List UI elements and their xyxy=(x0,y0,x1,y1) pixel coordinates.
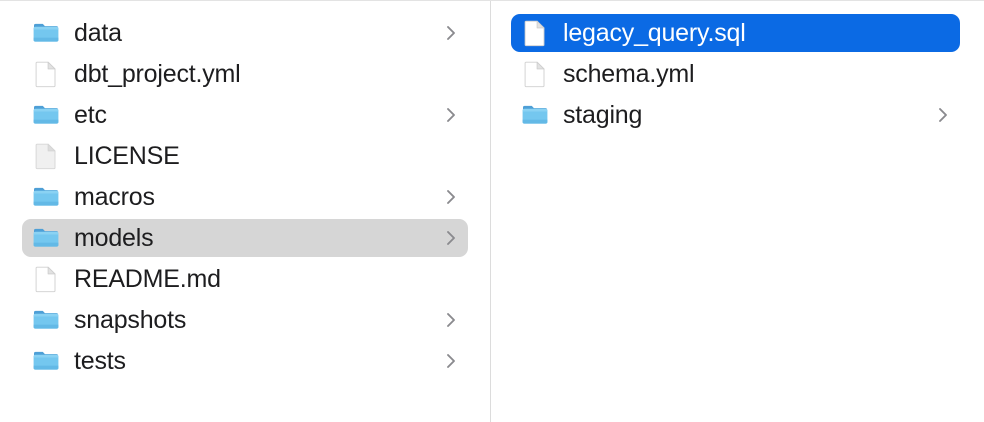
file-row[interactable]: legacy_query.sql xyxy=(511,14,960,52)
folder-icon xyxy=(31,223,61,253)
folder-icon xyxy=(31,18,61,48)
item-label: macros xyxy=(74,183,155,211)
item-label: snapshots xyxy=(74,306,187,334)
folder-icon xyxy=(31,346,61,376)
item-label: LICENSE xyxy=(74,142,180,170)
folder-icon xyxy=(31,182,61,212)
folder-icon xyxy=(31,305,61,335)
chevron-right-icon[interactable] xyxy=(936,104,950,126)
item-label: etc xyxy=(74,101,107,129)
folder-row[interactable]: snapshots xyxy=(22,301,468,339)
file-icon xyxy=(31,264,61,294)
folder-icon xyxy=(31,100,61,130)
item-label: schema.yml xyxy=(563,60,695,88)
file-row[interactable]: LICENSE xyxy=(22,137,468,175)
file-column-child[interactable]: legacy_query.sql schema.yml staging xyxy=(491,1,984,422)
folder-row[interactable]: models xyxy=(22,219,468,257)
item-label: tests xyxy=(74,347,126,375)
file-icon xyxy=(520,59,550,89)
item-label: legacy_query.sql xyxy=(563,19,746,47)
file-icon xyxy=(31,59,61,89)
document-icon xyxy=(31,141,61,171)
item-label: README.md xyxy=(74,265,221,293)
folder-row[interactable]: macros xyxy=(22,178,468,216)
file-row[interactable]: dbt_project.yml xyxy=(22,55,468,93)
item-label: models xyxy=(74,224,154,252)
chevron-right-icon[interactable] xyxy=(444,104,458,126)
chevron-right-icon[interactable] xyxy=(444,22,458,44)
chevron-right-icon[interactable] xyxy=(444,186,458,208)
chevron-right-icon[interactable] xyxy=(444,350,458,372)
item-label: staging xyxy=(563,101,643,129)
folder-row[interactable]: data xyxy=(22,14,468,52)
file-row[interactable]: README.md xyxy=(22,260,468,298)
item-label: dbt_project.yml xyxy=(74,60,241,88)
folder-icon xyxy=(520,100,550,130)
folder-row[interactable]: tests xyxy=(22,342,468,380)
item-label: data xyxy=(74,19,122,47)
folder-row[interactable]: etc xyxy=(22,96,468,134)
chevron-right-icon[interactable] xyxy=(444,227,458,249)
folder-row[interactable]: staging xyxy=(511,96,960,134)
chevron-right-icon[interactable] xyxy=(444,309,458,331)
file-row[interactable]: schema.yml xyxy=(511,55,960,93)
file-icon xyxy=(520,18,550,48)
